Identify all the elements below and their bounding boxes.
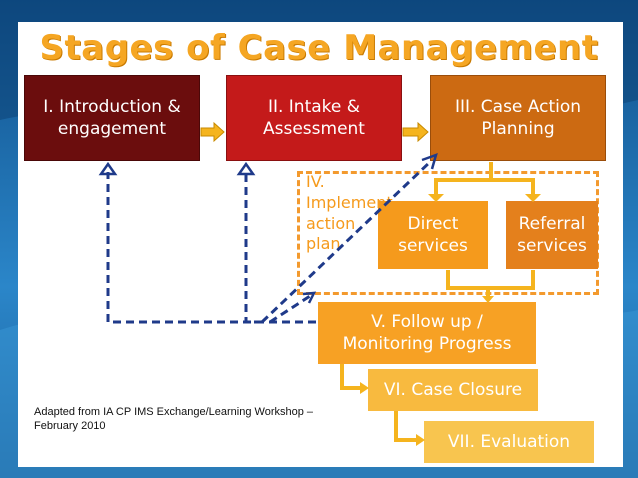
connector-services-merge: [446, 270, 535, 297]
feedback-arrowhead-to-intake: [236, 161, 256, 176]
feedback-arrowhead-to-intro: [98, 161, 118, 176]
stage-intake-label-line2: Assessment: [263, 119, 365, 139]
page-title: Stages of Case Management: [39, 28, 599, 68]
feedback-arrowhead-to-implement: [302, 291, 317, 304]
follow-up-label-line2: Monitoring Progress: [342, 334, 512, 354]
stage-follow-up-box: V. Follow up / Monitoring Progress: [318, 302, 536, 364]
connector-followup-to-closure: [340, 364, 362, 390]
direct-services-label-line1: Direct: [407, 213, 459, 234]
referral-services-label-line1: Referral: [518, 213, 586, 234]
follow-up-label-line1: V. Follow up /: [371, 311, 483, 332]
stage-introduction-label-line2: engagement: [57, 119, 167, 139]
arrowhead-to-closure: [360, 382, 369, 394]
stage-implement-action-plan-label: IV. Implement action plan: [306, 172, 416, 255]
arrowhead-to-follow-up: [482, 296, 494, 303]
arrowhead-to-direct: [428, 194, 444, 202]
stage-introduction-label-line1: I. Introduction &: [43, 96, 181, 117]
stage-intake-label-line1: II. Intake &: [267, 96, 361, 117]
source-credit: Adapted from IA CP IMS Exchange/Learning…: [34, 406, 324, 434]
direct-services-box: Direct services: [378, 201, 488, 269]
implement-label-line3: plan: [306, 234, 341, 254]
referral-services-box: Referral services: [506, 201, 598, 269]
arrow-intro-to-intake: [200, 121, 225, 143]
case-closure-label: VI. Case Closure: [383, 379, 523, 400]
feedback-arrowhead-to-planning: [421, 153, 438, 170]
stage-intake-box: II. Intake & Assessment: [226, 75, 402, 161]
evaluation-label: VII. Evaluation: [447, 431, 571, 452]
stage-case-closure-box: VI. Case Closure: [368, 369, 538, 411]
implement-label-line1: IV. Implement: [306, 172, 393, 212]
arrowhead-to-evaluation: [416, 434, 425, 446]
direct-services-label-line2: services: [398, 236, 468, 256]
stage-case-action-planning-box: III. Case Action Planning: [430, 75, 606, 161]
arrow-intake-to-planning: [402, 121, 429, 143]
source-credit-line2: February 2010: [34, 419, 106, 432]
stage-evaluation-box: VII. Evaluation: [424, 421, 594, 463]
referral-services-label-line2: services: [517, 236, 587, 256]
stage-planning-label-line2: Planning: [481, 119, 555, 139]
stage-planning-label-line1: III. Case Action: [454, 96, 582, 117]
connector-closure-to-evaluation: [394, 411, 418, 442]
feedback-loop-lines: [106, 160, 432, 324]
stage-introduction-box: I. Introduction & engagement: [24, 75, 200, 161]
source-credit-line1: Adapted from IA CP IMS Exchange/Learning…: [34, 406, 314, 418]
connector-planning-split: [434, 162, 535, 196]
arrowhead-to-referral: [525, 194, 541, 202]
implement-label-line2: action: [306, 213, 356, 233]
